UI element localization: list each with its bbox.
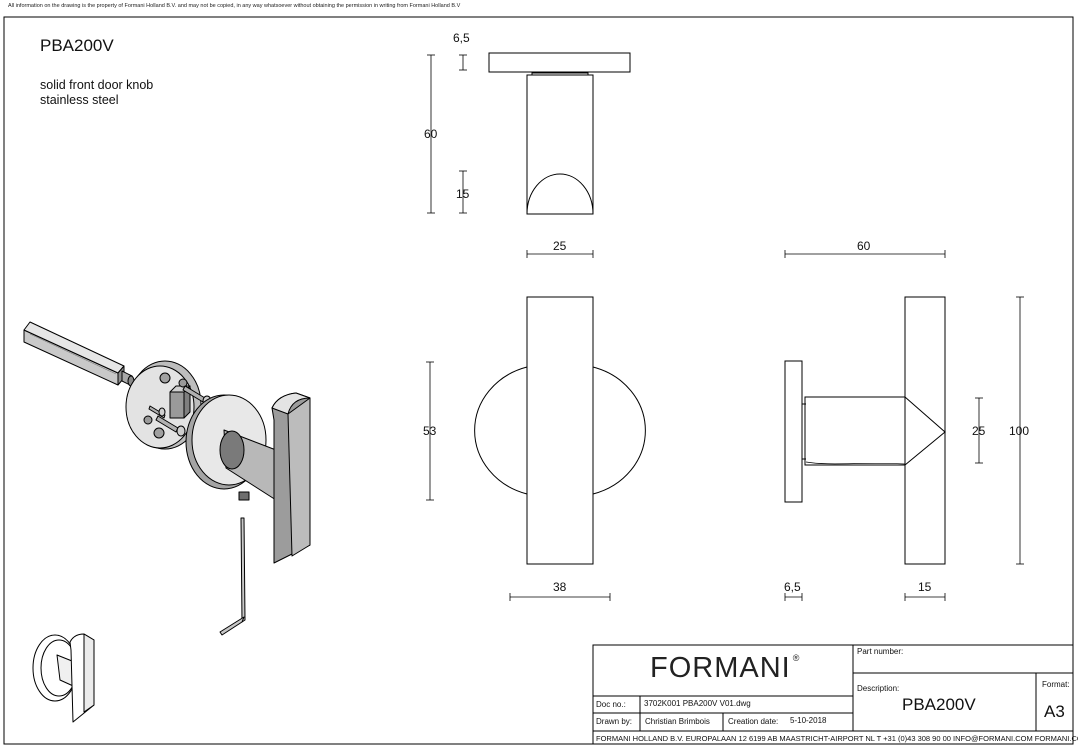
title-block-grid <box>592 644 1074 745</box>
format-value: A3 <box>1044 702 1065 721</box>
copyright-notice: All information on the drawing is the pr… <box>8 3 461 9</box>
front-view-rose <box>474 366 528 495</box>
description-value: PBA200V <box>902 695 976 714</box>
front-view-grip <box>526 296 594 565</box>
drawn-by-value: Christian Brimbois <box>645 717 710 726</box>
page-title: PBA200V <box>40 36 114 55</box>
creation-date-label: Creation date: <box>728 717 779 726</box>
dimension-label: 6,5 <box>784 580 801 594</box>
dimension-label: 25 <box>553 239 567 253</box>
side-view-grip <box>904 296 946 565</box>
drawn-by-label: Drawn by: <box>596 717 633 726</box>
side-view <box>784 296 946 565</box>
format-label: Format: <box>1042 680 1070 689</box>
icon-view <box>32 633 95 723</box>
dimension-label: 6,5 <box>453 31 470 45</box>
dimension-label: 53 <box>423 424 437 438</box>
description-label: Description: <box>857 684 900 693</box>
spindle <box>23 321 135 387</box>
dimension-label: 60 <box>424 127 438 141</box>
knob-neck <box>219 429 277 501</box>
doc-no-value: 3702K001 PBA200V V01.dwg <box>644 699 751 708</box>
side-view-dimensions <box>784 250 1024 601</box>
side-view-flange <box>784 360 803 503</box>
dimension-label: 100 <box>1009 424 1030 438</box>
description-line: solid front door knob <box>40 78 154 92</box>
part-number-label: Part number: <box>857 647 904 656</box>
top-view-neck <box>526 74 594 215</box>
dimension-label: 15 <box>918 580 932 594</box>
doc-no-label: Doc no.: <box>596 700 626 709</box>
dimension-label: 60 <box>857 239 871 253</box>
front-view-dimensions <box>426 250 611 601</box>
grub-screw <box>238 491 250 501</box>
footer-address: FORMANI HOLLAND B.V. EUROPALAAN 12 6199 … <box>596 734 1078 743</box>
dimension-label: 38 <box>553 580 567 594</box>
exploded-view <box>23 321 311 636</box>
description-line: stainless steel <box>40 93 119 107</box>
top-view-flange <box>488 52 631 73</box>
hex-key <box>219 517 246 636</box>
formani-logo: FORMANI® <box>650 652 801 684</box>
front-view <box>474 296 646 565</box>
top-view <box>488 52 631 215</box>
drawing-frame <box>3 16 1074 745</box>
top-view-dimensions <box>427 54 467 214</box>
top-view-cut-arc <box>526 173 594 215</box>
dimension-label: 25 <box>972 424 986 438</box>
knob-grip <box>271 392 311 564</box>
dimension-label: 15 <box>456 187 470 201</box>
creation-date-value: 5-10-2018 <box>790 716 827 725</box>
